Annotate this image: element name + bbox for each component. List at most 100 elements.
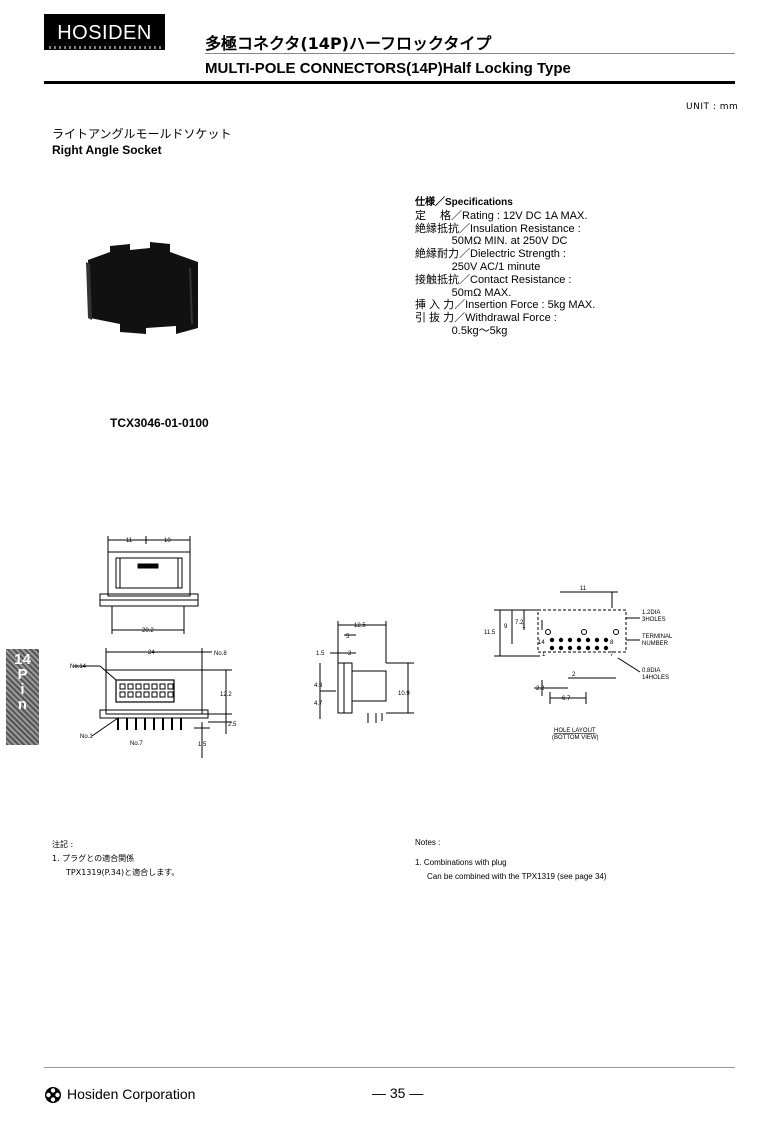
terminal-hole: [558, 645, 564, 651]
side-tab-line: 14: [14, 651, 31, 668]
side-tab-line: P: [17, 666, 28, 683]
spec-line: 250V AC/1 minute: [415, 260, 541, 273]
dim-2: 2: [572, 672, 576, 678]
terminal-hole: [594, 645, 600, 651]
notes-en-heading: Notes :: [415, 838, 441, 847]
front-view-drawing: 11 10 20.2 24 No.8 No.14 12.2 2.5 No.1 N…: [70, 536, 237, 758]
label-no14: No.14: [70, 664, 87, 670]
notes-jp-heading: 注記 :: [52, 840, 74, 849]
hosiden-mark-icon: [45, 1087, 61, 1103]
title-english: MULTI-POLE CONNECTORS(14P)Half Locking T…: [205, 60, 571, 77]
contact-cell: [167, 683, 174, 690]
terminal-hole: [576, 645, 582, 651]
terminal-hole: [558, 637, 564, 643]
hole-layout-drawing: 11 11.5 9 7.2 1 1.2DIA 3HOLES TERMINAL N…: [484, 586, 673, 741]
side-tab-line: n: [17, 696, 28, 713]
spec-line: 50MΩ MIN. at 250V DC: [415, 235, 568, 248]
notes-jp-line2: TPX1319(P.34)と適合します。: [66, 868, 180, 877]
notes-en-line2: Can be combined with the TPX1319 (see pa…: [427, 872, 607, 881]
dim-7-2: 7.2: [515, 620, 524, 626]
contact-cell: [127, 691, 134, 698]
dim-1: 1: [522, 624, 526, 630]
terminal-hole: [603, 645, 609, 651]
spec-line: 0.5kg～5kg: [415, 324, 508, 337]
label-3holes: 3HOLES: [642, 617, 666, 623]
header-rule: [44, 81, 735, 84]
subtitle-japanese: ライトアングルモールドソケット: [52, 127, 232, 141]
part-number: TCX3046-01-0100: [110, 416, 209, 430]
mounting-hole: [545, 629, 551, 635]
dim-24: 24: [148, 650, 155, 656]
terminal-hole: [594, 637, 600, 643]
dim-4-9: 4.9: [314, 683, 323, 689]
contact-cell: [151, 691, 158, 698]
contact-cell: [143, 683, 150, 690]
page-number: — 35 —: [372, 1085, 424, 1101]
side-index-label: 14 P i n: [6, 652, 39, 712]
terminal-hole: [549, 637, 555, 643]
terminal-hole: [585, 645, 591, 651]
hole-layout-caption: HOLE LAYOUT: [554, 728, 596, 734]
notes-english: Notes : 1. Combinations with plug Can be…: [415, 836, 607, 884]
dim-11-5: 11.5: [484, 630, 496, 636]
label-terminal: TERMINAL: [642, 634, 673, 640]
contact-cell: [143, 691, 150, 698]
spec-line: 定 格／Rating : 12V DC 1A MAX.: [415, 209, 588, 222]
dim-4-7: 4.7: [314, 701, 323, 707]
footer-rule: [44, 1067, 735, 1068]
dim-2-5: 2.5: [228, 722, 237, 728]
bottom-view-caption: (BOTTOM VIEW): [552, 735, 599, 741]
specifications-block: 仕様／Specifications 定 格／Rating : 12V DC 1A…: [415, 197, 595, 338]
pin-7-label: 7: [610, 652, 614, 658]
contact-cell: [119, 691, 126, 698]
contact-cell: [151, 683, 158, 690]
terminal-hole: [576, 637, 582, 643]
label-number: NUMBER: [642, 641, 669, 647]
spec-line: 絶縁耐力／Dielectric Strength :: [415, 248, 566, 261]
contact-cell: [127, 683, 134, 690]
terminal-hole: [549, 645, 555, 651]
company-name: Hosiden Corporation: [67, 1086, 196, 1102]
label-no7: No.7: [130, 741, 143, 747]
contact-cell: [119, 683, 126, 690]
terminal-hole: [567, 645, 573, 651]
label-no8: No.8: [214, 651, 227, 657]
label-0-8dia: 0.8DIA: [642, 668, 660, 674]
side-tab-line: i: [20, 681, 25, 698]
dim-12-5: 12.5: [354, 623, 366, 629]
terminal-hole: [585, 637, 591, 643]
spec-line: 50mΩ MAX.: [415, 286, 512, 299]
side-index-tab: [6, 649, 39, 745]
spec-line: 絶縁抵抗／Insulation Resistance :: [415, 222, 581, 235]
notes-en-line1: 1. Combinations with plug: [415, 858, 507, 867]
dim-10: 10: [164, 538, 171, 544]
dim-11: 11: [126, 538, 133, 544]
logo-text: HOSIDEN: [57, 22, 152, 44]
dim-6-7: 6.7: [562, 696, 571, 702]
dim-11: 11: [580, 586, 587, 592]
dim-20-2: 20.2: [142, 628, 154, 634]
terminal-hole: [567, 637, 573, 643]
contact-cell: [159, 691, 166, 698]
title-japanese: 多極コネクタ(14P)ハーフロックタイプ: [205, 34, 492, 53]
mounting-hole: [581, 629, 587, 635]
dim-2-2: 2.2: [536, 686, 545, 692]
spec-line: 接触抵抗／Contact Resistance :: [415, 273, 572, 286]
dim-10-9: 10.9: [398, 691, 410, 697]
header-divider: [205, 53, 735, 54]
terminal-hole: [603, 637, 609, 643]
spec-line: 挿 入 力／Insertion Force : 5kg MAX.: [415, 299, 596, 312]
dim-9: 9: [504, 624, 508, 630]
hosiden-logo: [44, 14, 165, 50]
contact-cell: [135, 691, 142, 698]
contact-cell: [135, 683, 142, 690]
dim-1-5: 1.5: [316, 651, 325, 657]
specifications-heading: 仕様／Specifications: [415, 197, 513, 208]
dim-5: 5: [346, 634, 350, 640]
unit-label: UNIT : mm: [686, 102, 739, 112]
dim-2: 2: [348, 651, 352, 657]
logo-underline: [46, 46, 162, 49]
side-view-drawing: 12.5 5 1.5 2 4.9 4.7 10.9: [314, 621, 414, 723]
dim-12-2: 12.2: [220, 692, 232, 698]
pin-8-label: 8: [610, 640, 614, 646]
